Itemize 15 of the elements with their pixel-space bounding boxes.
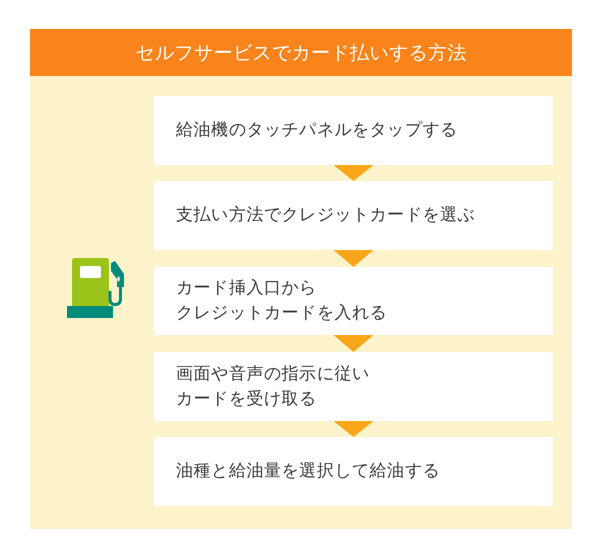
arrow [334,335,374,352]
arrow [334,250,374,267]
title-bar: セルフサービスでカード払いする方法 [30,29,572,76]
step-text: カード挿入口からクレジットカードを入れる [176,277,388,325]
step-box [154,181,553,250]
step-text: 支払い方法でクレジットカードを選ぶ [176,204,476,227]
arrow [334,421,374,437]
step-text: 給油機のタッチパネルをタップする [176,119,459,142]
step-text: 画面や音声の指示に従いカードを受け取る [176,362,371,410]
arrow [334,165,374,181]
step-box [154,96,553,165]
step-box [154,352,553,421]
step-box [154,437,553,506]
step-box [154,267,553,335]
step-text: 油種と給油量を選択して給油する [176,460,441,483]
